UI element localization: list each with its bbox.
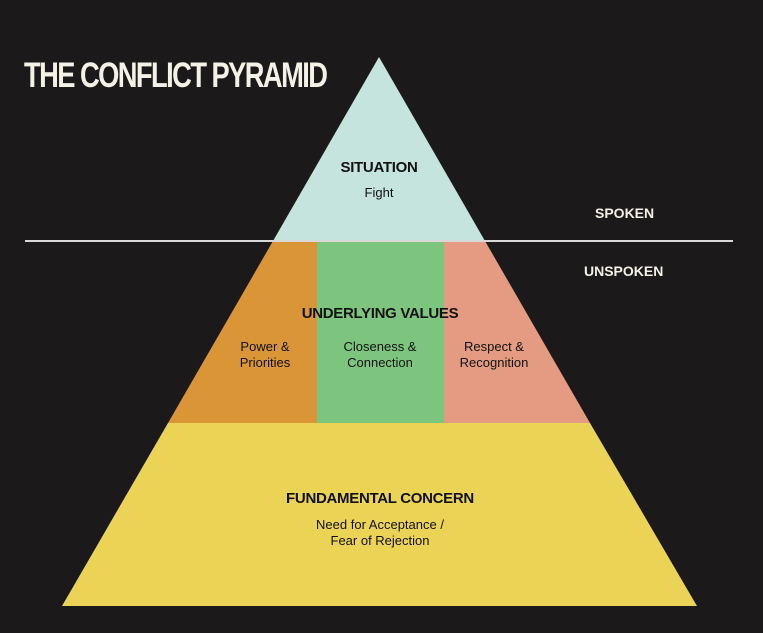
power-priorities-segment [168,241,317,423]
value-line: Priorities [239,355,291,370]
fundamental-concern-text: Need for Acceptance / Fear of Rejection [260,517,500,549]
concern-line: Need for Acceptance / [316,517,444,532]
value-line: Power & [240,339,290,354]
value-line: Recognition [459,355,529,370]
value-line: Respect & [464,339,524,354]
value-closeness-connection: Closeness & Connection [325,339,435,371]
spoken-label: SPOKEN [595,205,655,221]
underlying-values-heading: UNDERLYING VALUES [301,305,459,322]
fundamental-concern-heading: FUNDAMENTAL CONCERN [286,490,474,507]
value-line: Connection [347,355,413,370]
concern-line: Fear of Rejection [330,533,430,548]
unspoken-label: UNSPOKEN [584,263,664,279]
value-respect-recognition: Respect & Recognition [444,339,544,371]
situation-text: Fight [364,185,394,200]
situation-heading: SITUATION [340,159,418,176]
fundamental-concern-tier [62,423,697,606]
situation-tier [273,57,485,241]
value-line: Closeness & [343,339,417,354]
value-power-priorities: Power & Priorities [215,339,315,371]
diagram-title: THE CONFLICT PYRAMID [24,56,328,95]
respect-recognition-segment [444,241,590,423]
closeness-connection-segment [317,241,444,423]
